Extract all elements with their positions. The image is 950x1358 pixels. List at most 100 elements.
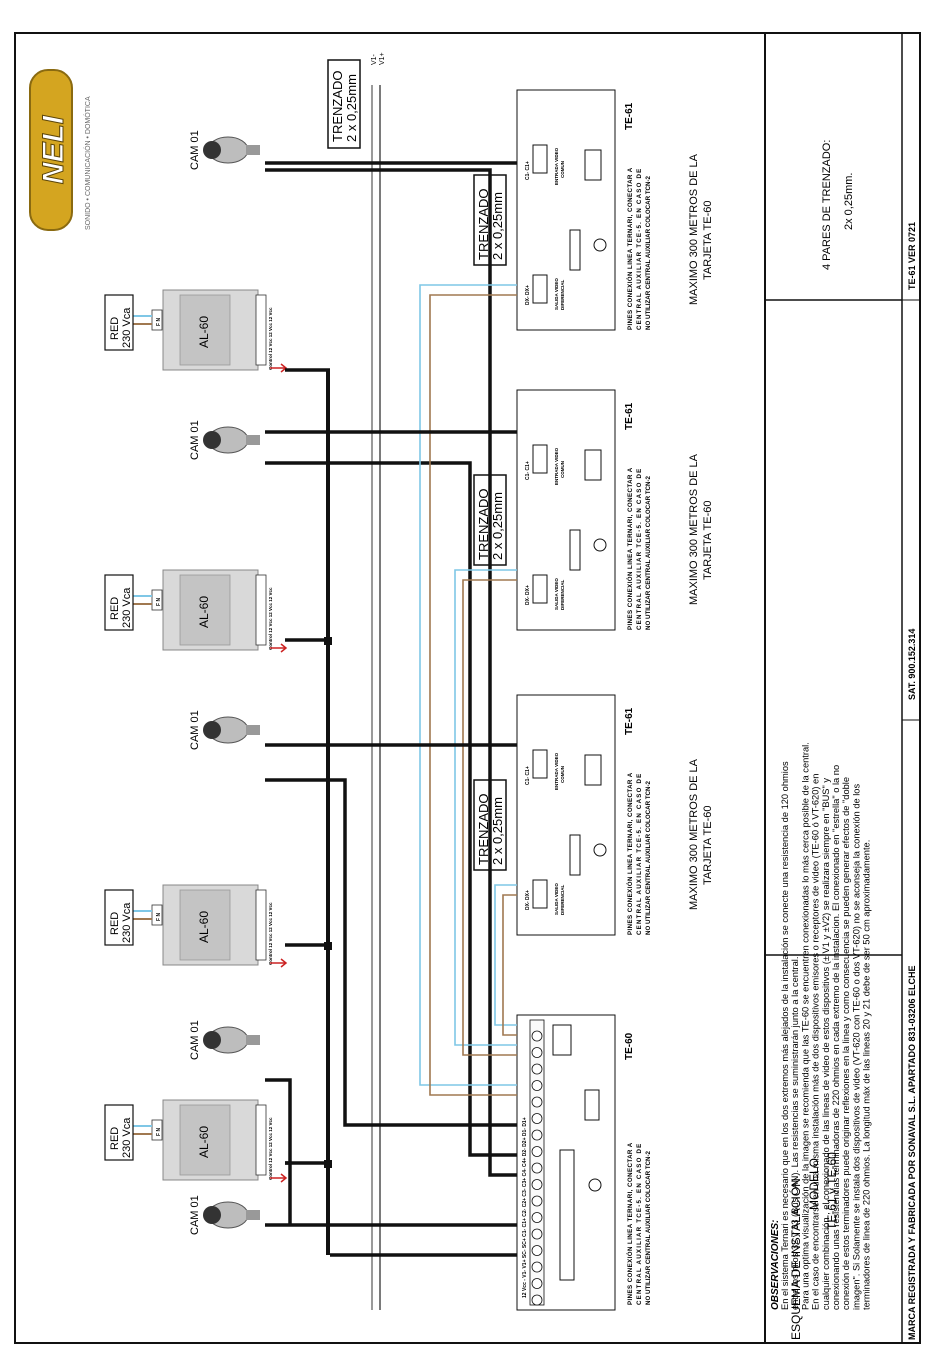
pairs-line1: 4 PARES DE TRENZADO: — [821, 140, 833, 270]
observation-line: En el sistema Ternari es necesario que e… — [780, 761, 790, 1310]
te61-output-terminal — [532, 274, 548, 304]
te60-title: TE-60 — [624, 1032, 635, 1060]
te61-input-label2: COMUN — [560, 161, 565, 178]
psu-model-label: AL-60 — [197, 596, 211, 628]
te61-input-label1: ENTRADA VIDEO — [554, 752, 559, 790]
te61-cable-label-line2: 2 x 0,25mm — [490, 492, 505, 560]
camera: CAM 01 — [189, 1020, 260, 1060]
title-block-line1: ESQUEMA DE INSTALACIÓN — [788, 1178, 803, 1340]
logo-text: NELI — [37, 115, 70, 184]
camera-bracket — [246, 1210, 260, 1220]
te61-output-terminals: DX- DX+ — [525, 285, 531, 305]
terminal-screw-icon — [531, 1162, 543, 1174]
terminal-screw-icon — [531, 1113, 543, 1124]
camera: CAM 01 — [189, 420, 260, 460]
te61-cable-label-line1: TRENZADO — [476, 794, 491, 866]
observation-line: Para una optima visualización de la imag… — [800, 742, 810, 1310]
psu-terminal-strip — [255, 574, 267, 646]
camera-label: CAM 01 — [189, 710, 201, 750]
red-arrow-icon — [270, 643, 288, 653]
camera-bracket — [246, 725, 260, 735]
te61-note-3: NO UTILIZAR CENTRAL AUXILIAR COLOCAR TCN… — [645, 780, 652, 935]
te61-title: TE-61 — [624, 402, 635, 430]
te61-ic — [584, 149, 602, 181]
psu-fn-label: F N — [156, 913, 162, 921]
psu-mains-terminal — [151, 589, 163, 611]
psu-front — [179, 294, 231, 366]
twisted-pair-wiring — [419, 284, 517, 1096]
te61-input-terminal — [532, 749, 548, 779]
te61-capacitor — [593, 238, 607, 252]
terminal-screw-icon — [531, 1261, 543, 1273]
te61-board — [516, 694, 616, 936]
te61-component — [569, 834, 581, 876]
camera-bracket — [246, 1035, 260, 1045]
te61-component — [569, 229, 581, 271]
terminal-screw-icon — [531, 1063, 543, 1075]
te61-output-terminal — [532, 879, 548, 909]
te61-input-label2: COMUN — [560, 461, 565, 478]
bus-terminal-v1-plus: V1+ — [379, 52, 386, 65]
terminal-screw-icon — [531, 1030, 543, 1042]
psu-terminals: Control 12 Vcc 12 Vcc 12 Vcc — [268, 1117, 273, 1180]
red-arrow-icon — [270, 958, 288, 968]
te61-input-terminal — [532, 444, 548, 474]
te61-board — [516, 89, 616, 331]
te61-board — [516, 389, 616, 631]
camera-bracket — [246, 435, 260, 445]
psu-front — [179, 1104, 231, 1176]
psu-terminals: Control 12 Vcc 12 Vcc 12 Vcc — [268, 902, 273, 965]
camera: CAM 01 — [189, 710, 260, 750]
camera-lens-icon — [203, 721, 221, 739]
psu-model-label: AL-60 — [197, 1126, 211, 1158]
te61-max-distance-line1: MAXIMO 300 METROS DE LA — [688, 153, 700, 305]
psu-mains-terminal — [151, 904, 163, 926]
te61-max-distance-line2: TARJETA TE-60 — [702, 806, 714, 885]
te60-terminals: 12 Vcc - V1- V1+ SC- SC+ C1- C1+ C2- C2+… — [522, 1117, 528, 1298]
camera-label: CAM 01 — [189, 130, 201, 170]
te61-output-terminals: DX- DX+ — [525, 585, 531, 605]
psu-fn-label: F N — [156, 1128, 162, 1136]
te61-capacitor — [593, 843, 607, 857]
mains-label-line2: 230 Vca — [121, 1117, 133, 1158]
te61-max-distance-line2: TARJETA TE-60 — [702, 501, 714, 580]
te60-note-2: CENTRAL AUXILIAR TCE-5. EN CASO DE — [636, 1143, 643, 1306]
observation-line: entre los hilos 32 y 33 (Bus CAN). Las r… — [790, 957, 800, 1310]
terminal-screw-icon — [531, 1212, 543, 1223]
terminal-screw-icon — [531, 1179, 543, 1190]
te61-input-terminal — [532, 144, 548, 174]
mains-label-box — [104, 889, 134, 946]
observation-line: En el caso de encontrarse en una misma i… — [811, 774, 821, 1310]
te60-chip — [559, 1149, 575, 1281]
terminal-screw-icon — [531, 1245, 543, 1256]
te60-relay — [552, 1024, 572, 1056]
te61-cable-label-line2: 2 x 0,25mm — [490, 797, 505, 865]
camera-bracket — [246, 145, 260, 155]
te61-title: TE-61 — [624, 707, 635, 735]
mains-label-line1: RED — [109, 597, 121, 620]
terminal-screw-icon — [531, 1294, 543, 1306]
camera-label: CAM 01 — [189, 1020, 201, 1060]
mains-label-box — [104, 294, 134, 351]
te61-output-label2: DIFERENCIAL — [560, 579, 565, 610]
camera-lens-icon — [203, 141, 221, 159]
te61-max-distance-line1: MAXIMO 300 METROS DE LA — [688, 758, 700, 910]
terminal-screw-icon — [531, 1096, 543, 1108]
te61-note-2: CENTRAL AUXILIAR TCE-5. EN CASO DE — [636, 168, 643, 331]
te61-output-label1: SALIDA VIDEO — [554, 883, 559, 915]
red-arrow-icon — [270, 363, 288, 373]
te61-input-label1: ENTRADA VIDEO — [554, 447, 559, 485]
camera: CAM 01 — [189, 130, 260, 170]
camera-lens-icon — [203, 1206, 221, 1224]
observation-line: cualquier combinación , el conexionado d… — [821, 778, 831, 1310]
bus-cable-label-line1: TRENZADO — [330, 71, 345, 143]
te60-card: TE-60 12 Vcc - V1- V1+ SC- SC+ C1- C1+ C… — [516, 1014, 652, 1311]
te61-cable-label-line2: 2 x 0,25mm — [490, 192, 505, 260]
